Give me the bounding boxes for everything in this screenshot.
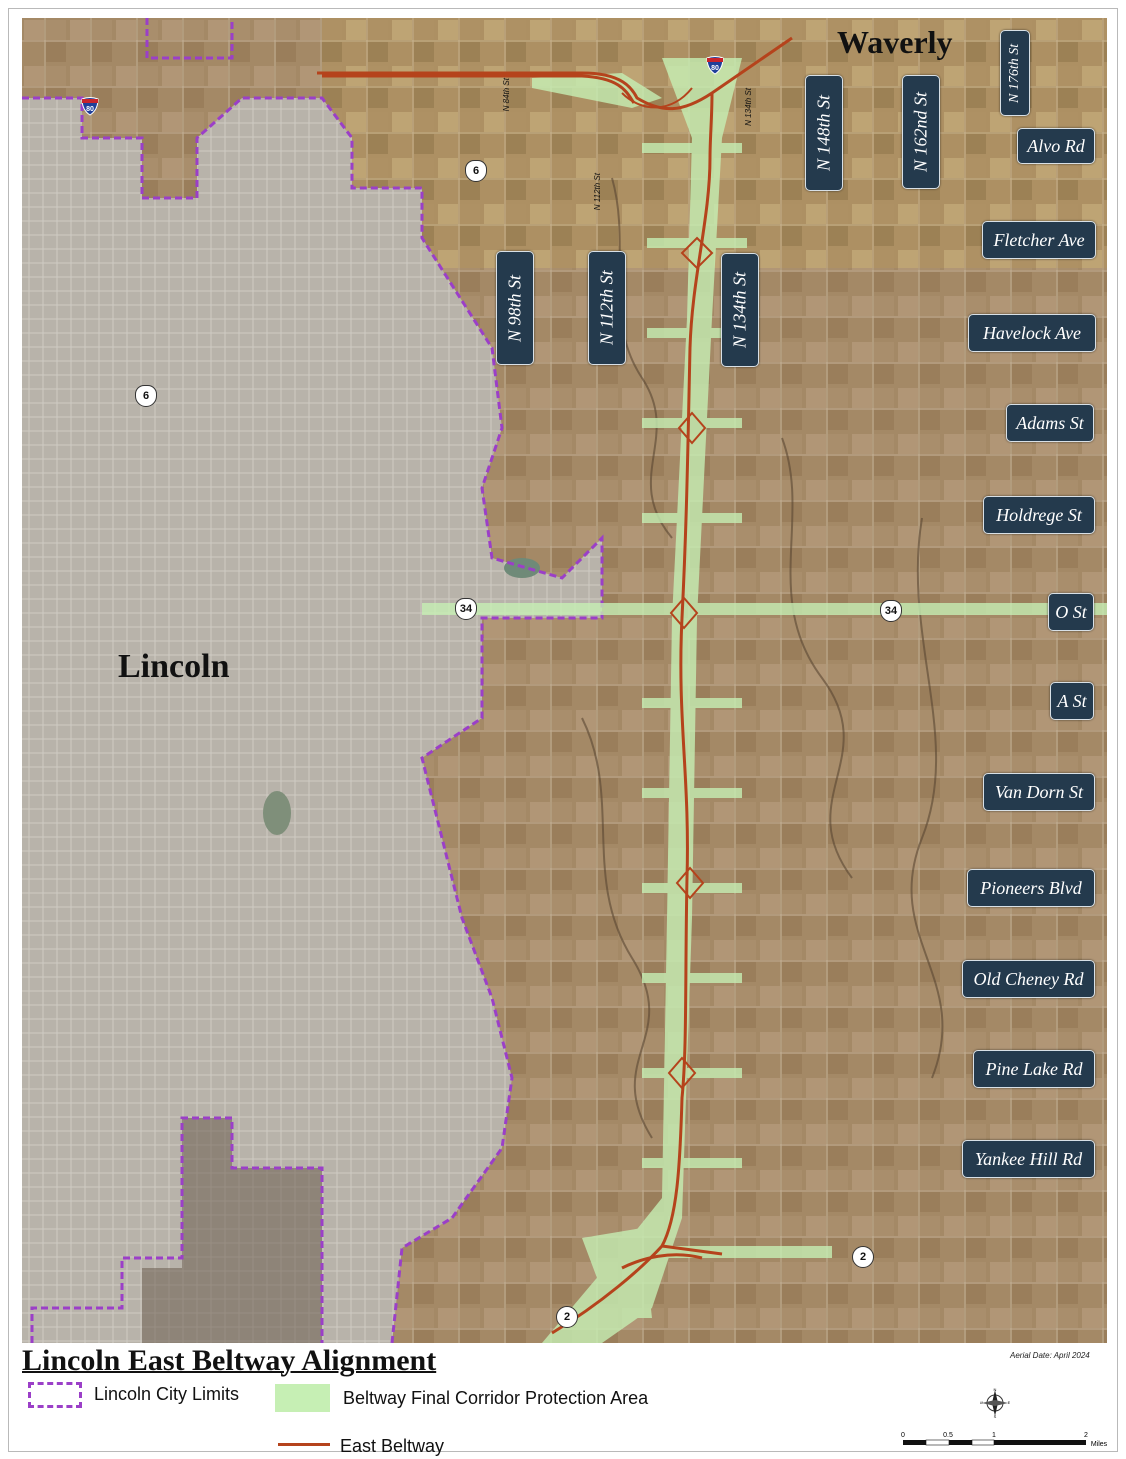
aerial-map-canvas bbox=[22, 18, 1107, 1343]
ne-2-shield-icon: 2 bbox=[852, 1246, 874, 1268]
scale-tick-0: 0 bbox=[901, 1432, 905, 1439]
street-label-n112th: N 112th St bbox=[588, 251, 626, 365]
street-label-a-st: A St bbox=[1050, 682, 1094, 720]
place-label-waverly: Waverly bbox=[837, 24, 953, 60]
aerial-map[interactable]: 80 80 6 6 34 34 2 2 N 84th St N 112th St… bbox=[22, 18, 1107, 1343]
scale-tick-05: 0.5 bbox=[943, 1432, 953, 1439]
street-label-havelock-ave: Havelock Ave bbox=[968, 314, 1096, 352]
street-label-n162nd: N 162nd St bbox=[902, 75, 940, 189]
street-label-pine-lake-rd: Pine Lake Rd bbox=[973, 1050, 1095, 1088]
ne-2-shield-icon-south: 2 bbox=[556, 1306, 578, 1328]
us-6-shield-icon: 6 bbox=[465, 160, 487, 182]
us-34-shield-icon-east: 34 bbox=[880, 600, 902, 622]
small-label-n134th: N 134th St bbox=[744, 88, 753, 126]
east-letter: E bbox=[1008, 1400, 1010, 1405]
street-label-van-dorn-st: Van Dorn St bbox=[983, 773, 1095, 811]
street-label-n134th: N 134th St bbox=[721, 253, 759, 367]
scale-bar: 0 0.5 1 2 Miles bbox=[901, 1432, 1108, 1448]
street-label-alvo-rd: Alvo Rd bbox=[1017, 128, 1095, 164]
street-label-n148th: N 148th St bbox=[805, 75, 843, 191]
scale-tick-1: 1 bbox=[992, 1432, 996, 1439]
street-label-pioneers-blvd: Pioneers Blvd bbox=[967, 869, 1095, 907]
legend-beltway-label: East Beltway bbox=[340, 1436, 445, 1456]
south-letter: S bbox=[994, 1414, 997, 1418]
north-letter: N bbox=[994, 1388, 997, 1392]
legend-corridor-swatch bbox=[275, 1384, 330, 1412]
street-label-n98th: N 98th St bbox=[496, 251, 534, 365]
north-arrow-icon: N E S W bbox=[980, 1388, 1010, 1418]
legend-city-limits-label: Lincoln City Limits bbox=[94, 1384, 240, 1404]
scale-tick-2: 2 bbox=[1084, 1432, 1088, 1439]
street-label-adams-st: Adams St bbox=[1006, 404, 1094, 442]
interstate-80-shield-icon-east: 80 bbox=[706, 56, 724, 75]
aerial-date: Aerial Date: April 2024 bbox=[1010, 1351, 1090, 1360]
street-label-o-st: O St bbox=[1048, 593, 1094, 631]
legend-corridor-label: Beltway Final Corridor Protection Area bbox=[343, 1388, 649, 1408]
legend-city-limits-swatch bbox=[28, 1382, 82, 1408]
interstate-80-shield-icon: 80 bbox=[81, 97, 99, 116]
interstate-80-shield-label: 80 bbox=[86, 106, 94, 113]
street-label-old-cheney-rd: Old Cheney Rd bbox=[962, 960, 1095, 998]
scale-unit: Miles bbox=[1091, 1441, 1108, 1448]
street-label-fletcher-ave: Fletcher Ave bbox=[982, 221, 1096, 259]
street-label-yankee-hill-rd: Yankee Hill Rd bbox=[962, 1140, 1095, 1178]
interstate-80-shield-label-east: 80 bbox=[711, 65, 719, 72]
street-label-holdrege-st: Holdrege St bbox=[983, 496, 1095, 534]
small-label-n112th: N 112th St bbox=[593, 173, 602, 211]
street-label-n176th: N 176th St bbox=[1000, 30, 1030, 116]
small-label-n84th: N 84th St bbox=[502, 78, 511, 112]
us-6-shield-icon-west: 6 bbox=[135, 385, 157, 407]
us-34-shield-icon: 34 bbox=[455, 598, 477, 620]
map-title: Lincoln East Beltway Alignment bbox=[22, 1344, 437, 1377]
west-letter: W bbox=[980, 1400, 983, 1405]
place-label-lincoln: Lincoln bbox=[118, 648, 230, 685]
legend-beltway-swatch bbox=[278, 1443, 330, 1446]
